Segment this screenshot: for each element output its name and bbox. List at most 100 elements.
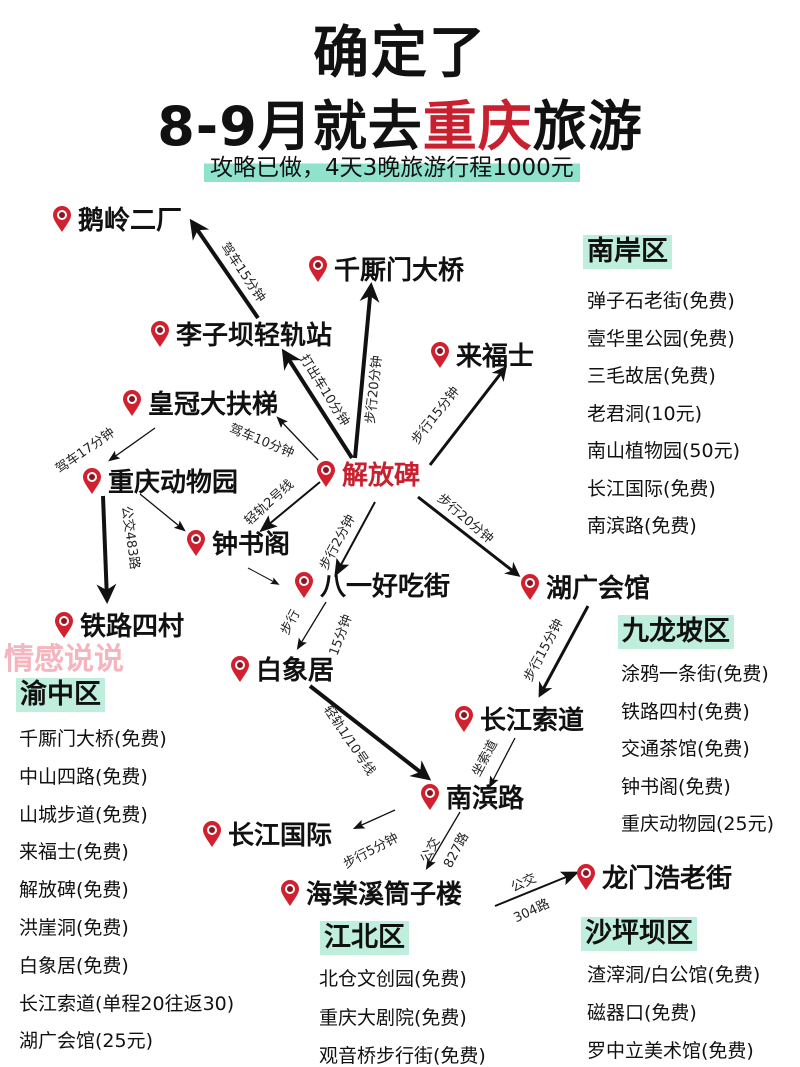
map-pin-icon xyxy=(295,571,313,598)
arrow-jfb-qiansimen xyxy=(353,282,380,459)
node-label: 钟书阁 xyxy=(212,530,291,560)
district-yuzhong-list: 千厮门大桥(免费)中山四路(免费)山城步道(免费)来福士(免费)解放碑(免费)洪… xyxy=(19,721,234,1061)
district-jiangbei-list: 北仓文创园(免费) 重庆大剧院(免费) 观音桥步行街(免费) xyxy=(319,960,486,1067)
arrow-nanbin-haitang xyxy=(425,811,461,871)
arrow-jfb-huguang xyxy=(417,495,521,577)
title-line1: 确定了 xyxy=(313,21,487,86)
node-baixiangju: 白象居 xyxy=(230,650,334,687)
node-zhongshuge: 钟书阁 xyxy=(186,524,290,561)
attraction-item: 山城步道(免费) xyxy=(19,803,148,826)
map-pin-icon xyxy=(455,705,473,732)
node-nanbin: 南滨路 xyxy=(420,778,524,815)
node-haitang: 海棠溪筒子楼 xyxy=(280,874,462,911)
attraction-item: 渣滓洞/白公馆(免费) xyxy=(587,964,761,986)
district-nanan-title: 南岸区 xyxy=(583,235,672,269)
district-shapingba-list: 渣滓洞/白公馆(免费)磁器口(免费)罗中立美术馆(免费) xyxy=(587,956,760,1067)
node-tielu: 铁路四村 xyxy=(54,606,184,643)
node-label: 李子坝轻轨站 xyxy=(176,321,333,351)
attraction-item: 观音桥步行街(免费) xyxy=(319,1045,486,1067)
node-label: 海棠溪筒子楼 xyxy=(306,880,463,910)
attraction-item: 老君洞(10元) xyxy=(587,402,703,425)
attraction-item: 三毛故居(免费) xyxy=(587,365,716,387)
map-pin-icon xyxy=(187,529,205,556)
node-label: 铁路四村 xyxy=(80,612,185,642)
title-post: 旅游 xyxy=(532,95,643,158)
map-pin-icon xyxy=(231,655,249,682)
arrow-jfb-liziba xyxy=(281,348,354,460)
attraction-item: 重庆大剧院(免费) xyxy=(319,1006,467,1029)
node-label: 白象居 xyxy=(256,656,335,686)
node-liziba: 李子坝轻轨站 xyxy=(150,315,332,352)
attraction-item: 千厮门大桥(免费) xyxy=(19,728,167,750)
arrow-bayi-baixiangju xyxy=(296,601,327,650)
node-suodao: 长江索道 xyxy=(454,700,584,737)
arrow-suodao-nanbin xyxy=(488,737,516,789)
map-pin-icon xyxy=(53,205,71,232)
attraction-item: 壹华里公园(免费) xyxy=(587,327,735,350)
node-label: 来福士 xyxy=(456,342,535,372)
arrow-nanbin-cjguoji xyxy=(352,809,396,829)
node-longmen: 龙门浩老街 xyxy=(576,858,732,895)
arrow-jfb-laifushi xyxy=(428,365,507,466)
arrow-jfb-zhongshuge xyxy=(259,481,321,533)
node-label: 皇冠大扶梯 xyxy=(148,390,279,420)
attraction-item: 交通茶馆(免费) xyxy=(621,738,750,760)
map-pin-icon xyxy=(55,611,73,638)
node-qiansimen: 千厮门大桥 xyxy=(308,250,464,287)
map-pin-icon xyxy=(421,783,439,810)
district-jiulongpo-list: 涂鸦一条街(免费)铁路四村(免费)交通茶馆(免费)钟书阁(免费)重庆动物园(25… xyxy=(621,656,774,844)
arrow-zoo-zhongshuge xyxy=(139,493,186,532)
attraction-item: 磁器口(免费) xyxy=(587,1002,697,1024)
node-label: 南滨路 xyxy=(446,784,525,814)
attraction-item: 铁路四村(免费) xyxy=(621,700,750,723)
attraction-item: 南滨路(免费) xyxy=(587,515,697,537)
node-label: 龙门浩老街 xyxy=(602,864,733,894)
node-cjguoji: 长江国际 xyxy=(202,815,332,852)
arrow-haitang-longmen xyxy=(494,871,580,907)
arrow-huguang-suodao xyxy=(538,605,590,698)
attraction-item: 弹子石老街(免费) xyxy=(587,290,735,312)
arrow-baixiangju-nanbin xyxy=(308,684,432,781)
attraction-item: 来福士(免费) xyxy=(19,841,129,864)
node-label: 湖广会馆 xyxy=(546,574,651,604)
node-bayi: 八一好吃街 xyxy=(294,566,450,603)
node-huangguan: 皇冠大扶梯 xyxy=(122,384,278,421)
node-label: 长江索道 xyxy=(480,706,585,736)
node-label: 解放碑 xyxy=(342,461,421,491)
subtitle: 攻略已做，4天3晚旅游行程1000元 xyxy=(204,148,580,182)
map-pin-icon xyxy=(203,820,221,847)
attraction-item: 北仓文创园(免费) xyxy=(319,968,467,990)
attraction-item: 重庆动物园(25元) xyxy=(621,813,775,835)
map-pin-icon xyxy=(281,879,299,906)
node-label: 千厮门大桥 xyxy=(334,256,465,286)
node-huguang: 湖广会馆 xyxy=(520,568,650,605)
attraction-item: 中山四路(免费) xyxy=(19,765,148,788)
node-jiefangbei: 解放碑 xyxy=(316,455,420,492)
attraction-item: 白象居(免费) xyxy=(19,954,129,977)
node-label: 长江国际 xyxy=(228,821,333,851)
district-jiulongpo-title: 九龙坡区 xyxy=(618,615,734,649)
map-pin-icon xyxy=(317,460,335,487)
node-label: 鹅岭二厂 xyxy=(78,206,183,236)
attraction-item: 解放碑(免费) xyxy=(19,879,129,902)
district-shapingba-title: 沙坪坝区 xyxy=(581,917,697,951)
map-pin-icon xyxy=(577,863,595,890)
arrow-huangguan-zoo xyxy=(108,427,156,462)
node-label: 八一好吃街 xyxy=(320,572,451,602)
map-pin-icon xyxy=(521,573,539,600)
map-pin-icon xyxy=(309,255,327,282)
arrow-zhongshuge-bayi xyxy=(247,567,280,585)
title-line2: 8-9月就去重庆旅游 xyxy=(0,82,800,161)
district-jiangbei-title: 江北区 xyxy=(320,921,409,955)
node-laifushi: 来福士 xyxy=(430,336,534,373)
node-zoo: 重庆动物园 xyxy=(82,462,238,499)
map-pin-icon xyxy=(431,341,449,368)
map-pin-icon xyxy=(151,320,169,347)
title-city: 重庆 xyxy=(422,95,533,158)
map-pin-icon xyxy=(123,389,141,416)
attraction-item: 南山植物园(50元) xyxy=(587,440,741,462)
arrow-liziba-eling xyxy=(189,218,260,320)
attraction-item: 长江索道(单程20往返30) xyxy=(19,992,235,1015)
